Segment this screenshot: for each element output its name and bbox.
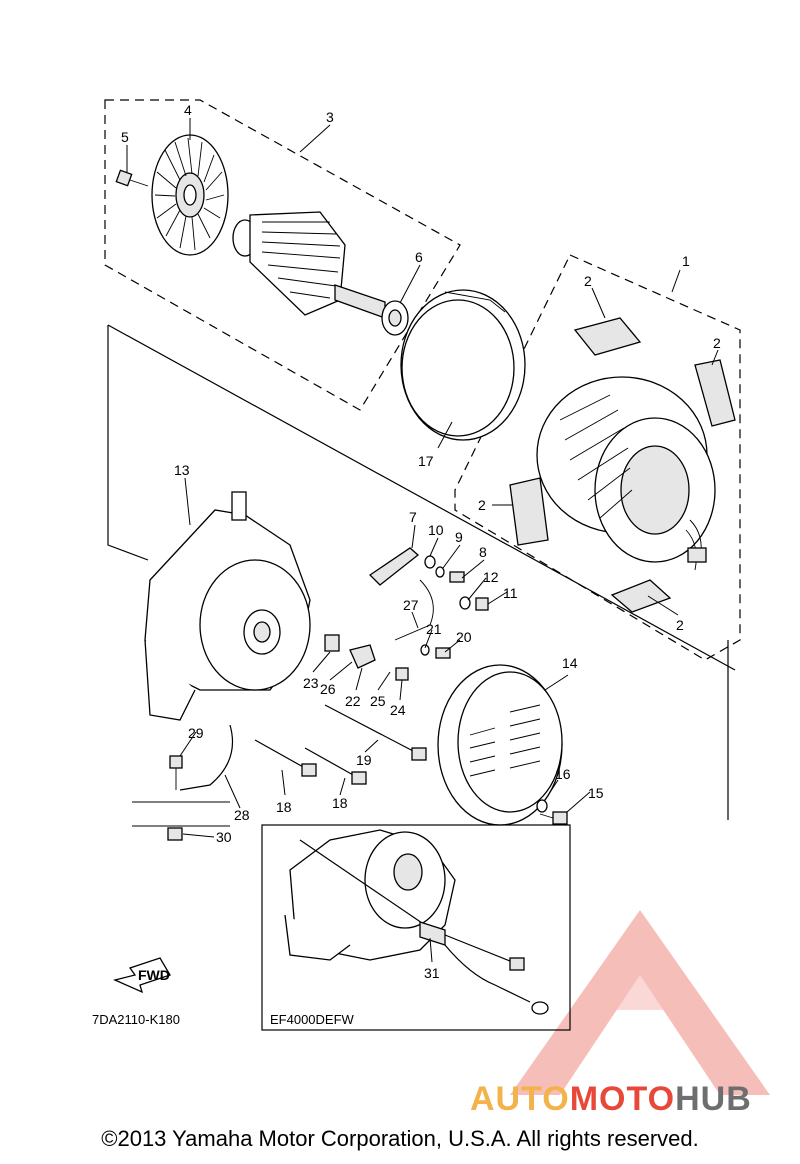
- callout-numbers: 1 2 2 2 2 3 4 5 6 7 8 9 10 11 12 13 14 1…: [121, 102, 721, 981]
- frame-line: [107, 324, 736, 671]
- ground-wire-part: [132, 724, 234, 841]
- cooling-fan-part: [151, 134, 229, 256]
- stud-bolt-parts: [254, 739, 367, 785]
- callout-7: 7: [409, 509, 417, 525]
- callout-10: 10: [428, 522, 444, 538]
- callout-11: 11: [503, 585, 518, 601]
- callout-30: 30: [216, 829, 232, 845]
- rotor-assembly-boundary: [104, 99, 461, 411]
- callout-2: 2: [478, 497, 486, 513]
- callout-4: 4: [184, 102, 192, 118]
- callout-3: 3: [326, 109, 334, 125]
- diagram-code: 7DA2110-K180: [92, 1012, 180, 1027]
- callout-6: 6: [415, 249, 423, 265]
- callout-1: 1: [682, 253, 690, 269]
- brush-holder-part: [324, 547, 489, 681]
- watermark-text-moto: MOTO: [569, 1080, 676, 1118]
- fwd-label: FWD: [138, 967, 170, 983]
- callout-24: 24: [390, 702, 406, 718]
- callout-13: 13: [174, 462, 190, 478]
- fan-bolt-part: [115, 169, 149, 187]
- callout-29: 29: [188, 725, 204, 741]
- callout-9: 9: [455, 529, 463, 545]
- callout-15: 15: [588, 785, 604, 801]
- bearing-part: [381, 300, 409, 336]
- stator-part: [536, 376, 716, 571]
- callout-25: 25: [370, 693, 386, 709]
- callout-23: 23: [303, 675, 319, 691]
- callout-28: 28: [234, 807, 250, 823]
- watermark-text-auto: AUTO: [470, 1080, 570, 1118]
- callout-22: 22: [345, 693, 361, 709]
- callout-17: 17: [418, 453, 434, 469]
- stator-assembly-boundary: [454, 254, 741, 661]
- fwd-arrow-icon: FWD: [113, 957, 171, 994]
- callout-18: 18: [276, 799, 292, 815]
- callout-20: 20: [456, 629, 472, 645]
- rotor-part: [232, 211, 386, 319]
- watermark-text-hub: HUB: [675, 1080, 752, 1118]
- callout-2: 2: [713, 335, 721, 351]
- callout-2: 2: [584, 273, 592, 289]
- watermark-logo: [510, 910, 770, 1095]
- callout-16: 16: [555, 766, 571, 782]
- callout-18: 18: [332, 795, 348, 811]
- stator-pad-part-left: [509, 477, 549, 546]
- callout-27: 27: [403, 597, 419, 613]
- stator-pad-part-bottom: [610, 579, 672, 613]
- callout-21: 21: [426, 621, 442, 637]
- assembly-frame: [107, 325, 149, 561]
- callout-19: 19: [356, 752, 372, 768]
- inset-model-label: EF4000DEFW: [270, 1012, 354, 1027]
- stator-pad-part-top: [573, 317, 642, 356]
- through-bolt-part: [324, 704, 427, 761]
- callout-14: 14: [562, 655, 578, 671]
- callout-5: 5: [121, 129, 129, 145]
- inset-detail: [261, 824, 571, 1031]
- callout-8: 8: [479, 544, 487, 560]
- callout-26: 26: [320, 681, 336, 697]
- copyright-notice: ©2013 Yamaha Motor Corporation, U.S.A. A…: [101, 1126, 699, 1151]
- watermark-text: AUTOMOTOHUB: [470, 1080, 752, 1119]
- callout-12: 12: [483, 569, 499, 585]
- callout-2: 2: [676, 617, 684, 633]
- end-cover-part: [437, 664, 563, 826]
- housing-part: [144, 491, 311, 721]
- cover-bolt-part: [536, 799, 568, 825]
- callout-31: 31: [424, 965, 440, 981]
- stator-pad-part-right: [694, 359, 736, 427]
- leader-lines: [126, 118, 719, 963]
- stator-band-part: [400, 289, 526, 441]
